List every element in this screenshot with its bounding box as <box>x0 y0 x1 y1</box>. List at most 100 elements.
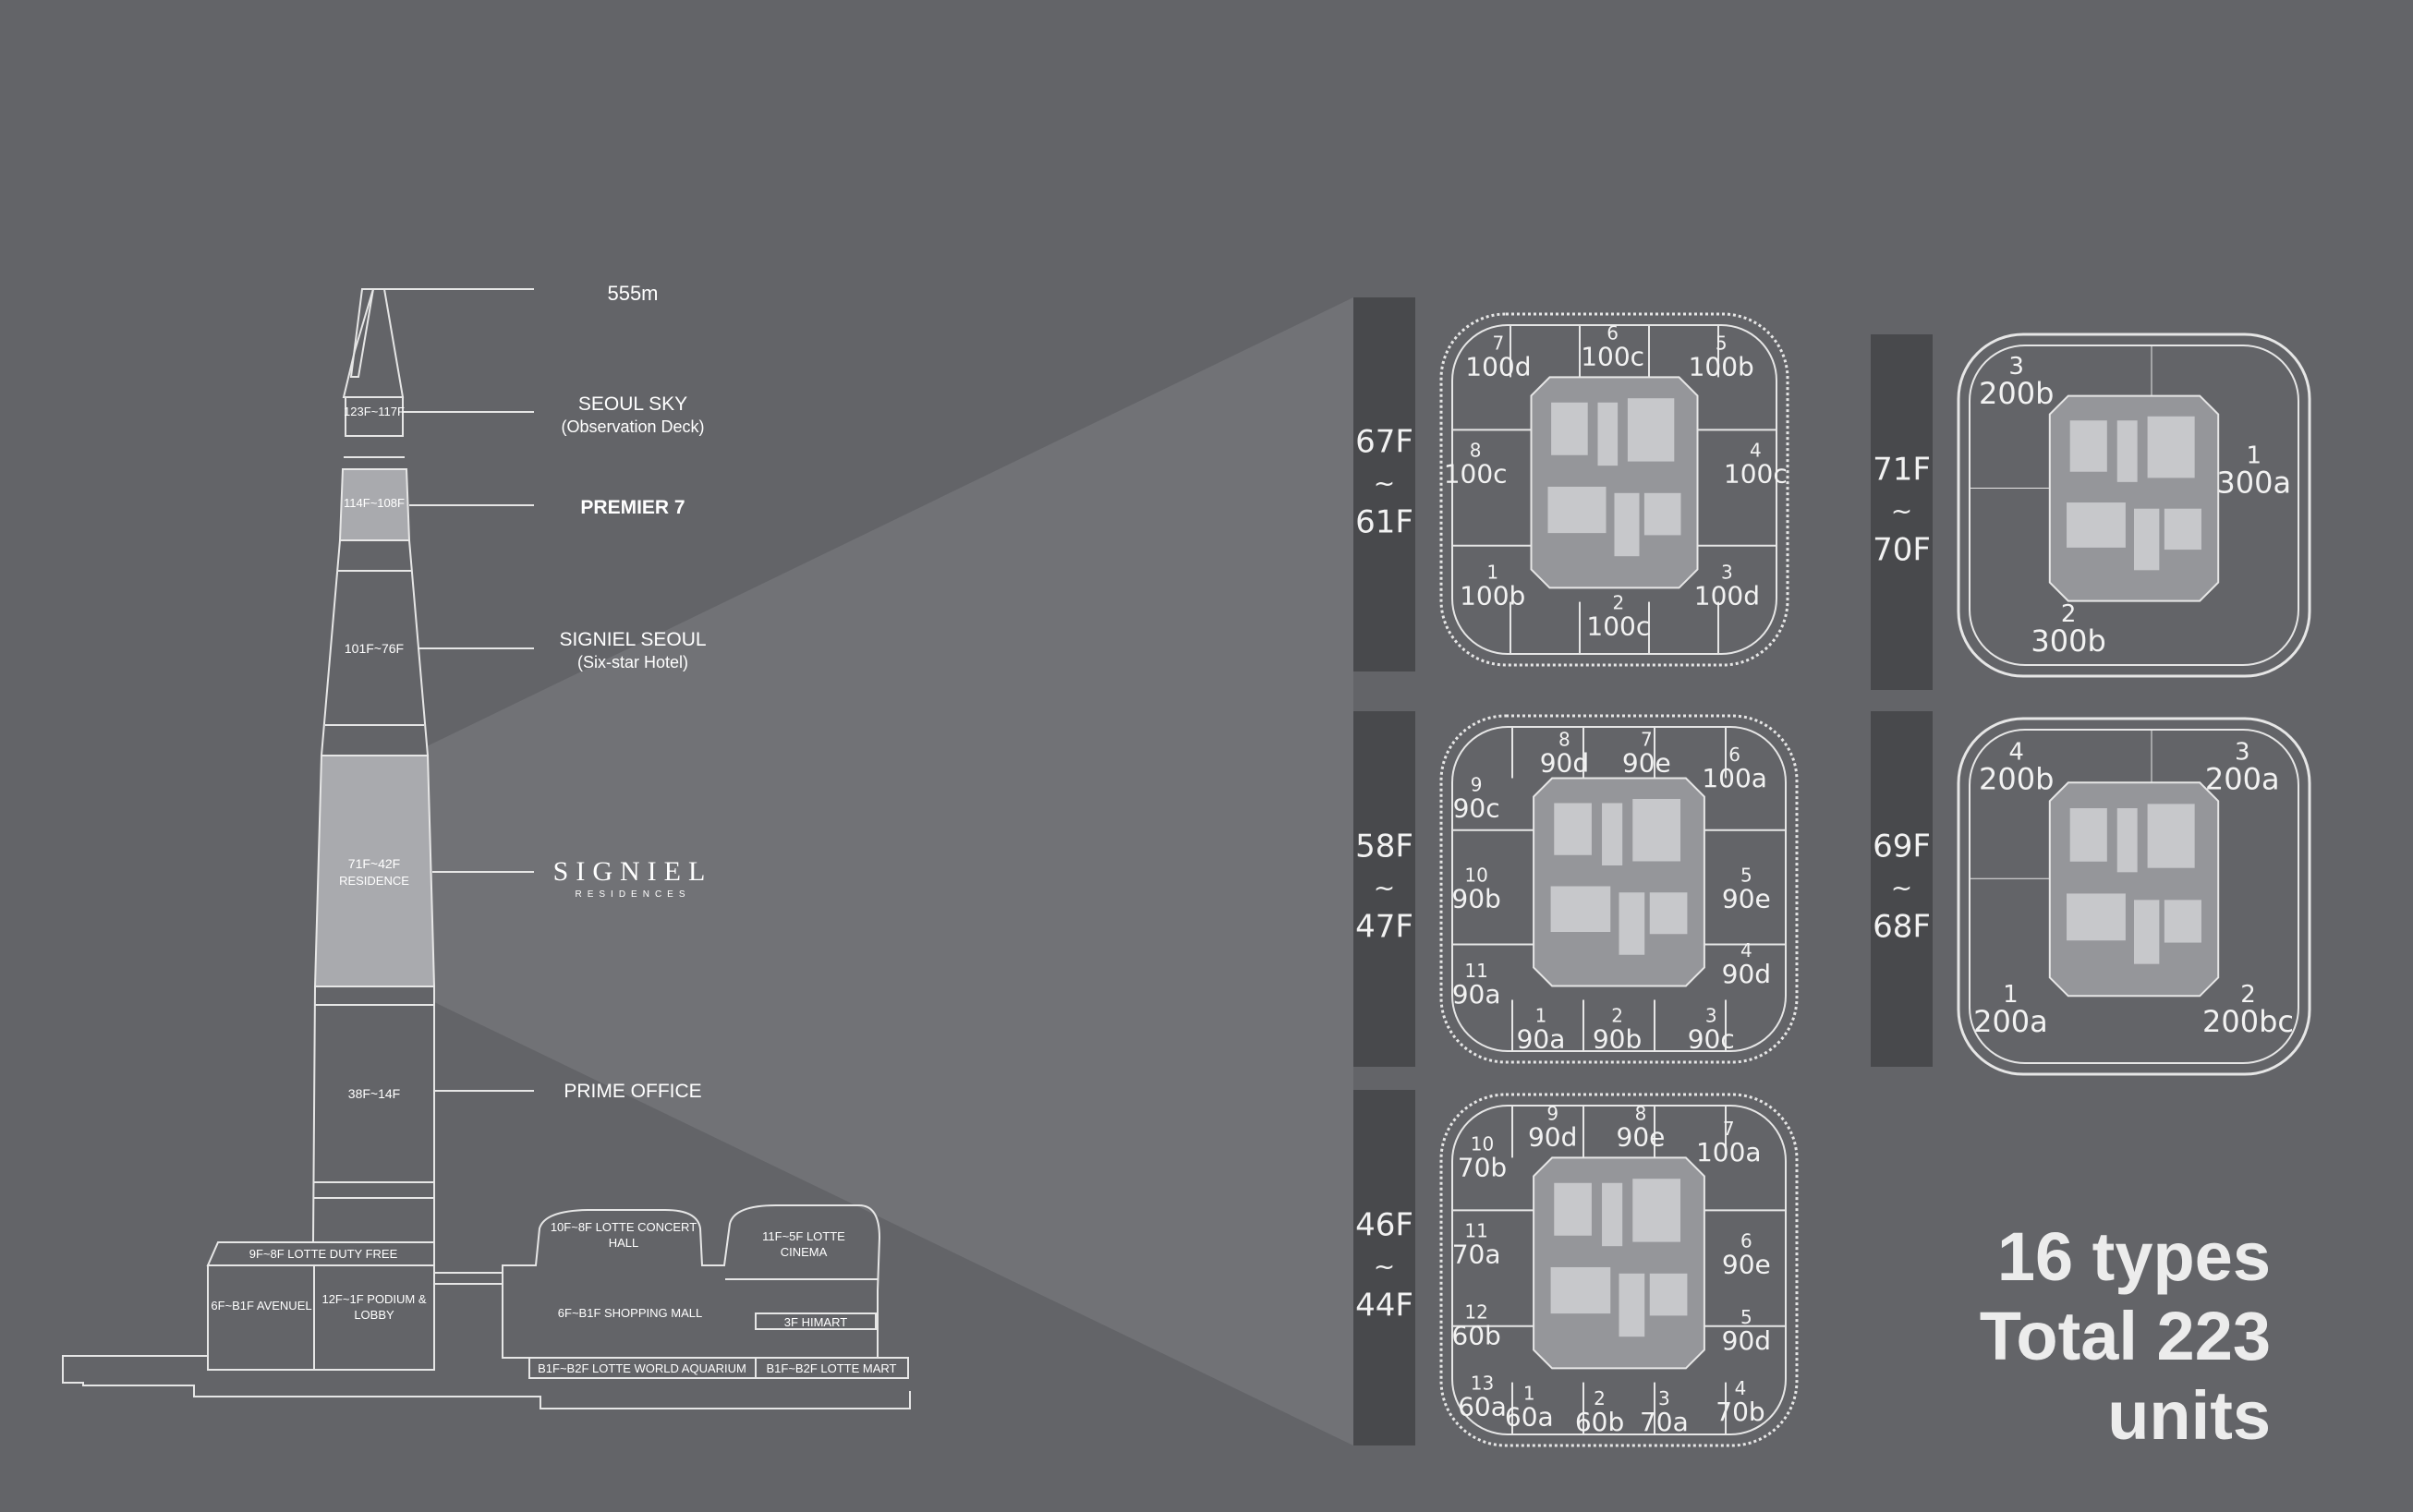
unit-type: 90e <box>1617 1122 1666 1153</box>
hotel-floors: 101F~76F <box>345 641 404 656</box>
premier-name: PREMIER 7 <box>580 497 685 518</box>
unit-number: 8 <box>1558 729 1570 751</box>
unit-number: 4 <box>1735 1377 1747 1399</box>
plan-outline <box>1957 717 2311 1076</box>
unit-number: 5 <box>1740 1306 1752 1328</box>
floor-range-separator: ~ <box>1374 1252 1395 1282</box>
unit-number: 1 <box>2003 981 2019 1009</box>
core-room <box>1632 799 1681 862</box>
plan-outline <box>1439 714 1799 1064</box>
summary-total: Total 223 <box>1980 1298 2271 1374</box>
unit-number: 8 <box>1635 1103 1647 1125</box>
projection-wedge <box>427 297 1353 1445</box>
unit-number: 7 <box>1641 729 1653 751</box>
unit-number: 7 <box>1723 1118 1735 1140</box>
unit-type: 90b <box>1593 1024 1642 1055</box>
unit-number: 4 <box>2008 739 2024 767</box>
core-room <box>1602 1182 1623 1247</box>
floor-range-separator: ~ <box>1891 873 1912 903</box>
floor-range-bottom: 47F <box>1355 909 1413 946</box>
unit-number: 2 <box>2061 600 2077 628</box>
floor-range-bar <box>1871 711 1933 1067</box>
unit-type: 90b <box>1451 883 1500 913</box>
core-room <box>2067 502 2126 548</box>
unit-type: 90d <box>1722 959 1771 989</box>
unit-number: 13 <box>1471 1373 1494 1395</box>
residence-floors-sub: RESIDENCE <box>339 874 409 888</box>
unit-type: 90d <box>1528 1122 1577 1153</box>
floor-range-bottom: 44F <box>1355 1288 1413 1325</box>
unit-type: 90e <box>1722 1249 1771 1279</box>
hotel-subtitle: (Six-star Hotel) <box>577 653 688 671</box>
core-room <box>2164 900 2201 943</box>
core-room <box>1554 803 1592 855</box>
himart-label: 3F HIMART <box>784 1315 847 1329</box>
plan-inner-outline <box>1969 729 2299 1064</box>
unit-type: 100a <box>1702 763 1767 793</box>
core-room <box>2147 804 2195 868</box>
unit-type: 200a <box>2205 762 2280 797</box>
core-room <box>1619 1273 1645 1337</box>
avenuel-label: 6F~B1F AVENUEL <box>211 1299 312 1312</box>
unit-number: 1 <box>1523 1383 1535 1405</box>
concert-hall-label: 10F~8F LOTTE CONCERT HALL <box>550 1220 697 1250</box>
floor-range-top: 71F <box>1873 452 1931 489</box>
core-room <box>2069 808 2107 862</box>
floor-range-bar <box>1353 297 1415 671</box>
unit-type: 100c <box>1444 458 1508 489</box>
plan-outline <box>1439 312 1789 667</box>
unit-type: 200a <box>1973 1004 2048 1039</box>
unit-number: 4 <box>1750 439 1762 461</box>
plan-inner-outline <box>1451 726 1787 1052</box>
office-floors: 38F~14F <box>348 1086 400 1101</box>
unit-number: 9 <box>1471 774 1483 796</box>
unit-number: 3 <box>2008 353 2024 381</box>
unit-number: 3 <box>1721 562 1733 584</box>
unit-number: 3 <box>1705 1005 1717 1027</box>
summary-types: 16 types <box>1997 1218 2271 1295</box>
unit-number: 5 <box>1740 864 1752 886</box>
unit-number: 1 <box>1535 1005 1547 1027</box>
core-room <box>1632 1179 1681 1242</box>
unit-type: 100a <box>1696 1137 1762 1167</box>
core-room <box>2134 508 2160 571</box>
mart-label: B1F~B2F LOTTE MART <box>767 1361 897 1375</box>
unit-number: 7 <box>1493 333 1505 355</box>
observation-subtitle: (Observation Deck) <box>561 417 704 436</box>
unit-type: 60a <box>1458 1392 1507 1422</box>
plan-outline <box>1439 1093 1799 1447</box>
floor-range-bottom: 68F <box>1873 909 1931 946</box>
core-room <box>1550 1266 1611 1314</box>
unit-type: 90a <box>1517 1024 1566 1055</box>
unit-type: 100b <box>1689 352 1754 382</box>
core-room <box>1649 892 1688 935</box>
core-room <box>2164 508 2201 550</box>
unit-type: 100c <box>1586 611 1650 642</box>
unit-number: 9 <box>1546 1103 1558 1125</box>
unit-type: 60b <box>1451 1320 1500 1350</box>
unit-number: 1 <box>2246 442 2261 469</box>
unit-number: 2 <box>1612 592 1624 614</box>
core-room <box>1550 886 1611 932</box>
office-name: PRIME OFFICE <box>564 1081 701 1102</box>
floor-range-bar <box>1871 334 1933 690</box>
floor-range-top: 69F <box>1873 829 1931 865</box>
unit-number: 11 <box>1464 1219 1487 1241</box>
unit-number: 5 <box>1716 333 1728 355</box>
cinema-label: 11F~5F LOTTE CINEMA <box>762 1229 845 1259</box>
core-room <box>2116 420 2138 482</box>
unit-number: 3 <box>1658 1387 1670 1409</box>
core-room <box>2067 893 2126 941</box>
unit-number: 10 <box>1464 864 1487 886</box>
unit-number: 2 <box>2240 981 2256 1009</box>
floor-range-separator: ~ <box>1374 468 1395 499</box>
tower-height: 555m <box>607 282 658 305</box>
core-room <box>1602 803 1623 865</box>
core-room <box>1614 492 1640 557</box>
